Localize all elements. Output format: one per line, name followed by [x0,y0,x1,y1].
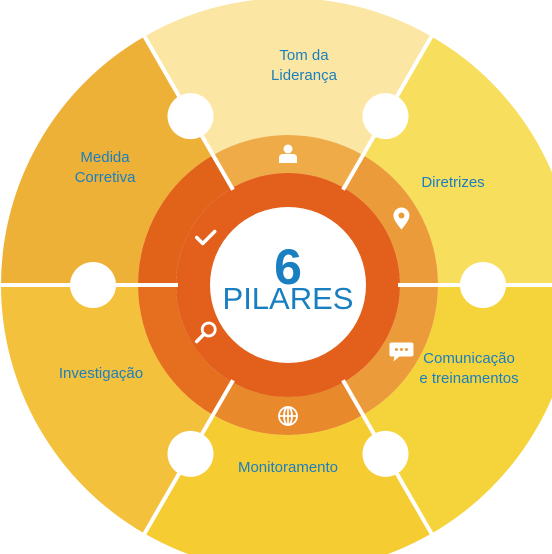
middle-segment [138,285,232,415]
pillar-icons [194,144,414,426]
connector-bubble [167,430,214,477]
middle-segment [344,155,438,285]
person-icon [279,144,297,163]
outer-segment [144,0,432,156]
chat-bubble-icon [389,342,414,362]
checkmark-icon [194,229,217,246]
globe-icon [278,406,298,426]
center-circle [210,207,366,363]
outer-segment [1,36,213,285]
pillar-label: Investigação [59,365,143,382]
connector-bubble [362,93,409,140]
pillar-label-line: Corretiva [75,169,137,186]
pillar-label-line: Liderança [271,67,338,84]
pillar-label: Tom da Liderança [271,47,338,84]
outer-segment [363,36,552,285]
location-pin-icon [393,207,410,230]
connector-bubble [460,262,506,308]
connector-bubble [362,430,409,477]
outer-segment [1,285,213,534]
middle-ring [138,135,438,435]
pillar-label-line: Tom da [279,47,329,64]
pillar-label: Diretrizes [421,174,484,191]
middle-segment [138,155,232,285]
pillar-label-line: Investigação [59,365,143,382]
pillar-label-line: Comunicação [423,350,515,367]
connector-bubble [70,262,116,308]
connector-bubbles [70,93,506,477]
magnifier-icon [194,321,217,344]
pillar-label: Monitoramento [238,459,338,476]
pillar-label-line: Monitoramento [238,459,338,476]
pillar-label-line: Diretrizes [421,174,484,191]
pillar-label-line: Medida [80,149,130,166]
center-word: PILARES [223,281,354,316]
connector-bubble [167,93,214,140]
outer-segment [144,414,432,554]
pillar-label-line: e treinamentos [419,370,518,387]
pillar-label: Comunicação e treinamentos [419,350,518,387]
outer-segment [363,285,552,534]
center-number: 6 [274,239,302,295]
